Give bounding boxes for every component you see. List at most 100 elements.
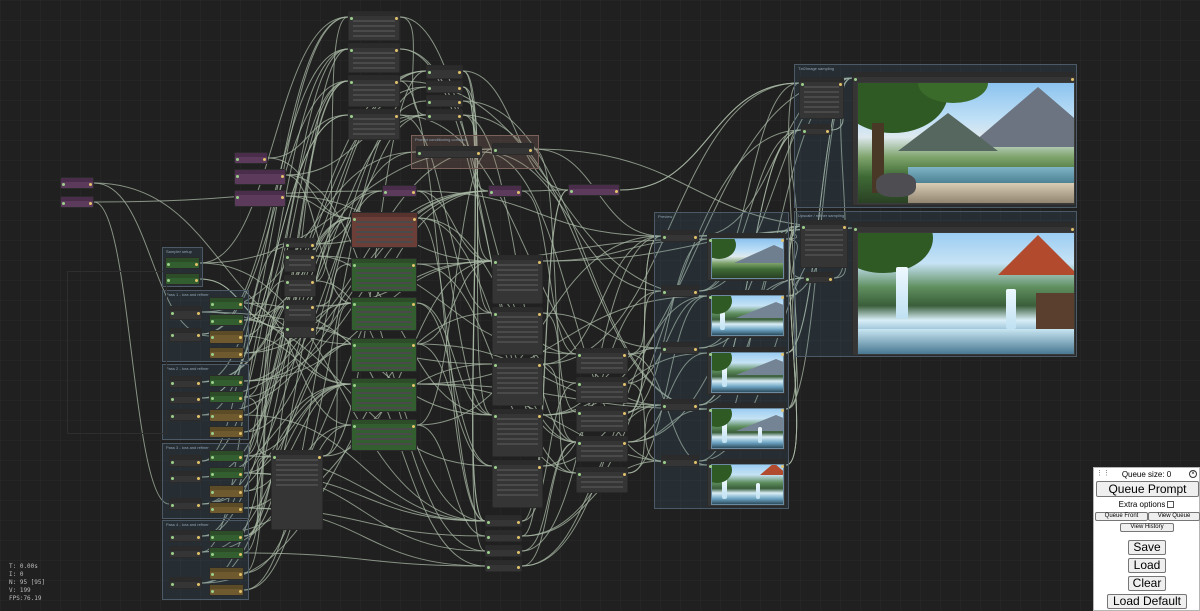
node-widget-row[interactable]	[581, 486, 623, 488]
node-widget-row[interactable]	[497, 336, 538, 338]
input-slot[interactable]	[418, 152, 421, 155]
output-slot[interactable]	[623, 354, 626, 357]
node-widget-row[interactable]	[497, 274, 538, 276]
node-widget-row[interactable]	[353, 99, 395, 101]
output-slot[interactable]	[395, 49, 398, 52]
node-widget-row[interactable]	[353, 89, 395, 91]
node-widget-row[interactable]	[497, 438, 538, 440]
output-slot[interactable]	[239, 336, 242, 339]
output-slot[interactable]	[781, 353, 784, 356]
node-text-prompt[interactable]	[209, 347, 244, 359]
node-widget-row[interactable]	[356, 397, 412, 399]
output-slot[interactable]	[197, 461, 200, 464]
input-slot[interactable]	[428, 101, 431, 104]
input-slot[interactable]	[171, 504, 174, 507]
output-slot[interactable]	[239, 473, 242, 476]
node-widget-row[interactable]	[497, 284, 538, 286]
output-slot[interactable]	[239, 303, 242, 306]
node-model-loader[interactable]	[60, 177, 94, 189]
node-lora-select[interactable]	[169, 328, 202, 342]
close-icon[interactable]: ×	[1189, 470, 1197, 478]
node-preview-input[interactable]	[661, 342, 699, 354]
input-slot[interactable]	[171, 382, 174, 385]
input-slot[interactable]	[167, 279, 170, 282]
input-slot[interactable]	[353, 344, 356, 347]
output-slot[interactable]	[281, 175, 284, 178]
output-slot[interactable]	[826, 130, 829, 133]
node-widget-row[interactable]	[353, 128, 395, 130]
input-slot[interactable]	[709, 409, 712, 412]
output-slot[interactable]	[458, 71, 461, 74]
node-widget-row[interactable]	[353, 20, 395, 22]
node-widget-row[interactable]	[497, 264, 538, 266]
node-preview-input[interactable]	[661, 455, 699, 467]
node-ksampler-advanced[interactable]	[492, 460, 543, 508]
node-widget-row[interactable]	[356, 367, 412, 369]
node-note[interactable]	[485, 545, 522, 557]
node-widget-row[interactable]	[497, 331, 538, 333]
input-slot[interactable]	[709, 239, 712, 242]
node-widget-row[interactable]	[356, 433, 412, 435]
node-widget-row[interactable]	[497, 387, 538, 389]
output-slot[interactable]	[239, 353, 242, 356]
output-slot[interactable]	[311, 281, 314, 284]
node-lora-loader[interactable]	[348, 43, 400, 73]
node-strength[interactable]	[209, 375, 244, 387]
output-slot[interactable]	[694, 236, 697, 239]
node-primitive[interactable]	[426, 109, 463, 121]
preview-thumbnail[interactable]	[711, 352, 784, 393]
node-widget-row[interactable]	[356, 226, 413, 228]
output-slot[interactable]	[413, 218, 416, 221]
node-widget-row[interactable]	[581, 445, 623, 447]
view-queue-button[interactable]: View Queue	[1148, 512, 1200, 521]
input-slot[interactable]	[490, 191, 493, 194]
node-widget-row[interactable]	[581, 367, 623, 369]
node-note[interactable]	[485, 515, 522, 527]
node-widget-row[interactable]	[497, 382, 538, 384]
node-widget-row[interactable]	[497, 479, 538, 481]
output-slot[interactable]	[239, 432, 242, 435]
node-lora-select[interactable]	[169, 498, 202, 510]
node-widget-row[interactable]	[581, 450, 623, 452]
input-slot[interactable]	[353, 218, 356, 221]
output-slot[interactable]	[281, 196, 284, 199]
node-widget-row[interactable]	[805, 239, 843, 241]
node-lora-select[interactable]	[169, 392, 202, 404]
input-slot[interactable]	[211, 590, 214, 593]
output-slot[interactable]	[843, 226, 846, 229]
input-slot[interactable]	[353, 303, 356, 306]
input-slot[interactable]	[487, 551, 490, 554]
output-slot[interactable]	[1071, 228, 1074, 231]
node-widget-row[interactable]	[353, 67, 395, 69]
input-slot[interactable]	[578, 354, 581, 357]
output-slot[interactable]	[197, 477, 200, 480]
node-widget-row[interactable]	[497, 341, 538, 343]
node-ksampler-upscale[interactable]	[800, 220, 848, 268]
node-widget-row[interactable]	[356, 221, 413, 223]
input-slot[interactable]	[487, 566, 490, 569]
node-lora-select[interactable]	[169, 577, 202, 589]
node-lora-loader[interactable]	[348, 11, 400, 41]
output-slot[interactable]	[197, 504, 200, 507]
node-widget-row[interactable]	[497, 423, 538, 425]
input-slot[interactable]	[663, 291, 666, 294]
output-slot[interactable]	[197, 536, 200, 539]
output-slot[interactable]	[412, 191, 415, 194]
node-widget-row[interactable]	[353, 52, 395, 54]
output-slot[interactable]	[781, 465, 784, 468]
node-widget-row[interactable]	[581, 415, 623, 417]
input-slot[interactable]	[167, 263, 170, 266]
node-widget-row[interactable]	[497, 443, 538, 445]
output-slot[interactable]	[694, 461, 697, 464]
node-widget-row[interactable]	[581, 481, 623, 483]
node-lora-select[interactable]	[169, 306, 202, 320]
node-note[interactable]	[485, 560, 522, 572]
output-slot[interactable]	[623, 383, 626, 386]
output-slot[interactable]	[311, 306, 314, 309]
queue-front-button[interactable]: Queue Front	[1095, 512, 1148, 521]
node-lora-select[interactable]	[169, 546, 202, 558]
node-widget-row[interactable]	[497, 469, 538, 471]
input-slot[interactable]	[854, 78, 857, 81]
node-lora-select[interactable]	[169, 471, 202, 483]
input-slot[interactable]	[211, 320, 214, 323]
